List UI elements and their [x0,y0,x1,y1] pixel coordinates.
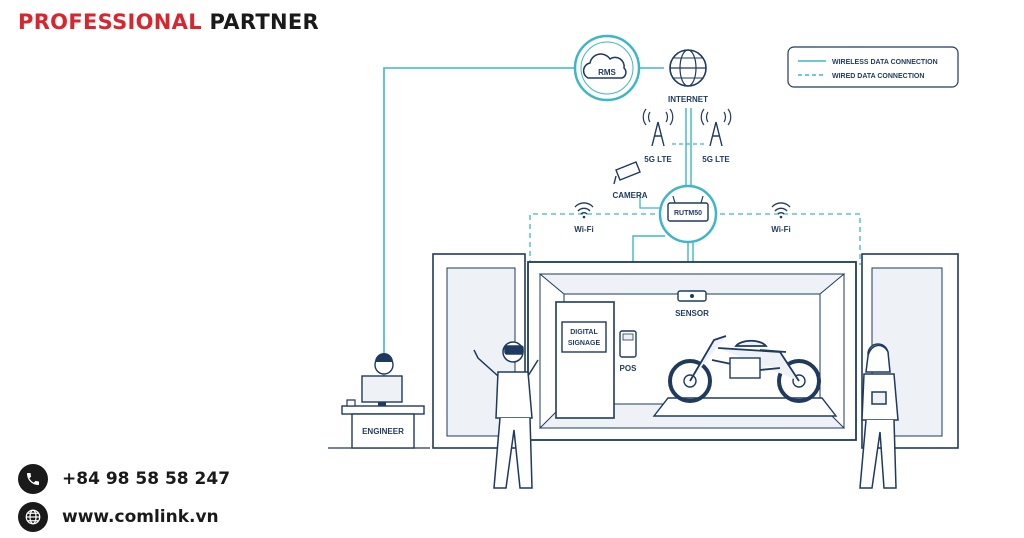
vr-person-legs [493,417,533,489]
sensor-label: SENSOR [675,309,709,318]
engineer-label: ENGINEER [362,427,404,436]
engineer-hair [375,353,393,362]
router-icon [667,202,709,222]
brand-title: PROFESSIONAL PARTNER [18,10,319,34]
wifi-left: Wi-Fi [574,202,594,234]
monitor-icon [361,375,403,403]
tower-icon [709,121,723,147]
router-antenna-left [672,195,676,204]
phone-icon [18,464,48,494]
desk-front [351,413,415,449]
globe-icon [18,502,48,532]
front-hub [683,374,697,388]
lte-right-label: 5G LTE [702,155,730,164]
rms-inner-ring [580,41,634,95]
pos-screen [622,333,634,341]
wifi-left-label: Wi-Fi [574,225,593,234]
router-label: RUTM50 [674,210,702,217]
internet-node: INTERNET [668,49,708,104]
motorcycle-display [652,335,838,417]
tablet-person-legs [859,419,897,489]
engineer-station: ENGINEER [328,353,430,449]
signage-label-1: DIGITAL [570,329,598,336]
signage-screen [561,321,607,353]
wifi-left-link [529,213,655,265]
cloud-icon [582,53,627,79]
person-vr [473,341,539,489]
legend-wireless-label: WIRELESS DATA CONNECTION [832,59,938,66]
brand-rest: PARTNER [209,10,319,34]
vr-person-torso [495,371,533,419]
website-contact[interactable]: www.comlink.vn [18,502,219,532]
camera-icon [615,161,641,181]
wifi-icon [771,202,791,215]
lte-tower-left: 5G LTE [642,108,674,164]
website-url[interactable]: www.comlink.vn [62,507,219,527]
wifi-dot [779,215,783,219]
sensor-eye [690,294,694,298]
signage-kiosk [555,301,615,419]
rms-label: RMS [598,68,616,77]
signal-waves-icon [700,108,732,126]
digital-signage: DIGITAL SIGNAGE [555,301,615,419]
vr-person-right-arm [527,359,539,377]
rear-hub [792,374,806,388]
brand-highlight: PROFESSIONAL [18,10,202,34]
rms-node: RMS [573,34,641,102]
phone-glyph [27,473,39,485]
globe-glyph [25,509,41,525]
internet-label: INTERNET [668,95,708,104]
wifi-right-link [720,213,861,265]
person-tablet [859,343,899,489]
wifi-right: Wi-Fi [771,202,791,234]
lte-tower-right: 5G LTE [700,108,732,164]
wifi-right-label: Wi-Fi [771,225,790,234]
rms-engineer-link [383,67,575,370]
pos-label: POS [620,364,638,373]
legend: WIRELESS DATA CONNECTION WIRED DATA CONN… [787,46,959,88]
desk-top [341,405,425,415]
camera-label: CAMERA [612,191,647,200]
vr-person-left-arm [473,349,499,377]
camera-mount [613,175,617,185]
phone-contact[interactable]: +84 98 58 58 247 [18,464,230,494]
tablet-icon [871,391,887,405]
signage-label-2: SIGNAGE [568,340,601,347]
phone-number[interactable]: +84 98 58 58 247 [62,469,231,489]
router-camera-link [639,194,660,209]
vr-headset-icon [504,345,524,355]
engine-block [729,357,761,379]
display-platform [652,397,838,417]
sensor-node: SENSOR [675,290,709,318]
wifi-icon [574,202,594,215]
router-antenna-right [700,195,704,204]
camera-node: CAMERA [612,161,648,200]
signal-waves-icon [642,108,674,126]
tower-icon [651,121,665,147]
wifi-dot [582,215,586,219]
coffee-cup-icon [346,399,356,407]
monitor-stand [378,402,386,408]
legend-wired-label: WIRED DATA CONNECTION [832,73,924,80]
front-wheel [668,359,712,403]
rear-wheel [777,359,821,403]
tablet-person-hair [865,344,891,373]
router-node: RUTM50 [658,184,718,244]
legend-box [787,46,959,88]
lte-left-label: 5G LTE [644,155,672,164]
pos-node: POS [619,330,638,373]
